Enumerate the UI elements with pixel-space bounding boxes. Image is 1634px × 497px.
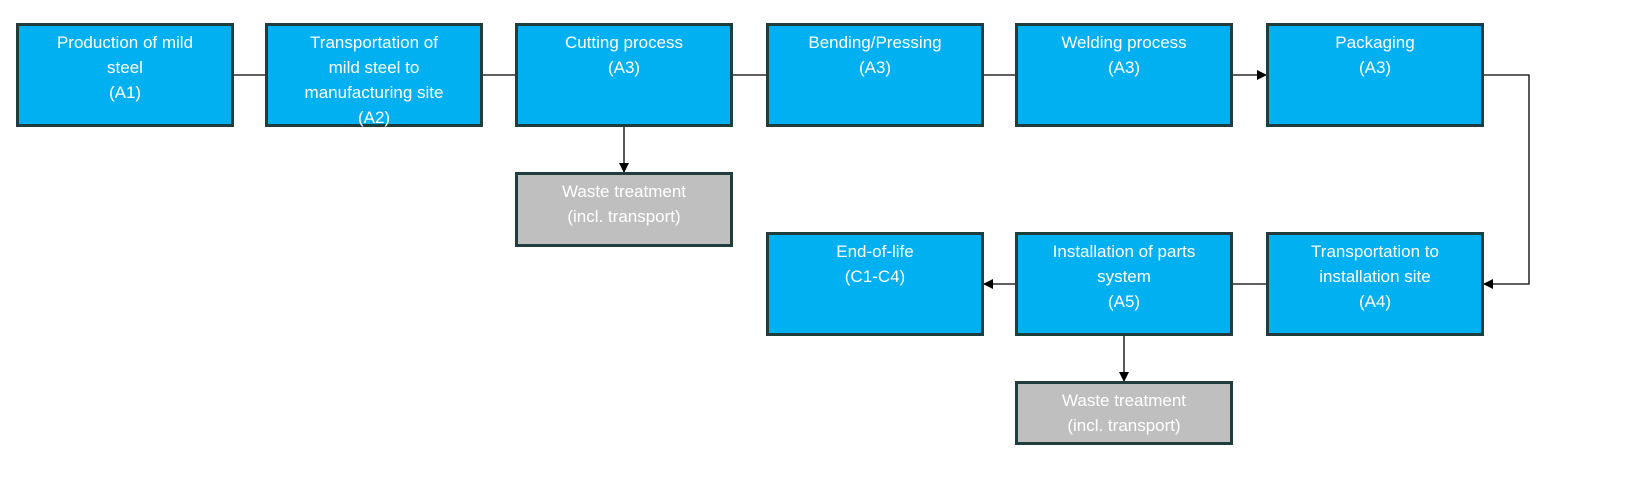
node-label-line: Waste treatment <box>561 182 687 201</box>
node-label-line: (A3) <box>607 58 641 77</box>
node-packaging: Packaging (A3) <box>1266 23 1484 127</box>
node-label-line: (A5) <box>1107 292 1141 311</box>
node-label-line: system <box>1097 267 1151 286</box>
node-label-line: Transportation of <box>310 33 438 52</box>
node-label-line: (C1-C4) <box>844 267 906 286</box>
node-label-line: (A3) <box>1107 58 1141 77</box>
node-label-line: (A1) <box>108 83 142 102</box>
node-bending: Bending/Pressing (A3) <box>766 23 984 127</box>
node-end-of-life: End-of-life (C1-C4) <box>766 232 984 336</box>
node-label-line: Bending/Pressing <box>808 33 942 52</box>
node-label-line: Transportation to <box>1311 242 1439 261</box>
node-production: Production of mild steel (A1) <box>16 23 234 127</box>
node-label-line: (A3) <box>1358 58 1392 77</box>
node-waste-2: Waste treatment (incl. transport) <box>1015 381 1233 445</box>
node-label-line: Waste treatment <box>1061 391 1187 410</box>
node-label-line: Packaging <box>1335 33 1415 52</box>
node-label-line: mild steel to <box>328 58 420 77</box>
node-transport-install: Transportation to installation site (A4) <box>1266 232 1484 336</box>
node-cutting: Cutting process (A3) <box>515 23 733 127</box>
node-label-line: (incl. transport) <box>567 207 681 226</box>
node-welding: Welding process (A3) <box>1015 23 1233 127</box>
node-label-line: manufacturing site <box>304 83 444 102</box>
node-label-line: (A2) <box>357 108 391 127</box>
node-label-line: steel <box>107 58 143 77</box>
node-installation: Installation of parts system (A5) <box>1015 232 1233 336</box>
node-transport-to-site: Transportation of mild steel to manufactur… <box>265 23 483 127</box>
node-label-line: Production of mild <box>56 33 194 52</box>
node-label-line: (A3) <box>858 58 892 77</box>
node-label-line: End-of-life <box>836 242 914 261</box>
node-label-line: Welding process <box>1061 33 1187 52</box>
connector-packaging-to-transport-install <box>1483 74 1530 289</box>
node-waste-1: Waste treatment (incl. transport) <box>515 172 733 247</box>
node-label-line: Cutting process <box>564 33 684 52</box>
node-label-line: Installation of parts <box>1052 242 1196 261</box>
node-label-line: installation site <box>1319 267 1431 286</box>
node-label-line: (A4) <box>1358 292 1392 311</box>
node-label-line: (incl. transport) <box>1067 416 1181 435</box>
